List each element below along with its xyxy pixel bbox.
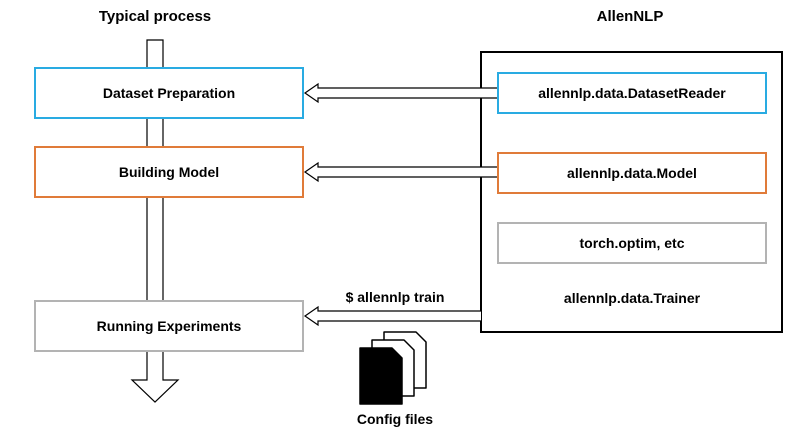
step-building-model: Building Model [34, 146, 304, 198]
component-torch-optim: torch.optim, etc [497, 222, 767, 264]
component-model: allennlp.data.Model [497, 152, 767, 194]
arrow-model-to-building [303, 161, 497, 183]
arrow-trainer-to-experiments [303, 305, 481, 327]
allennlp-header: AllenNLP [596, 8, 664, 25]
step-running-experiments: Running Experiments [34, 300, 304, 352]
step-dataset-preparation: Dataset Preparation [34, 67, 304, 119]
arrow-datasetreader-to-preparation [303, 82, 497, 104]
component-datasetreader: allennlp.data.DatasetReader [497, 72, 767, 114]
train-command-label: $ allennlp train [345, 289, 445, 305]
stacked-documents-icon [359, 331, 427, 405]
config-files-label: Config files [356, 411, 434, 427]
typical-process-header: Typical process [98, 8, 212, 25]
trainer-label: allennlp.data.Trainer [563, 290, 701, 306]
